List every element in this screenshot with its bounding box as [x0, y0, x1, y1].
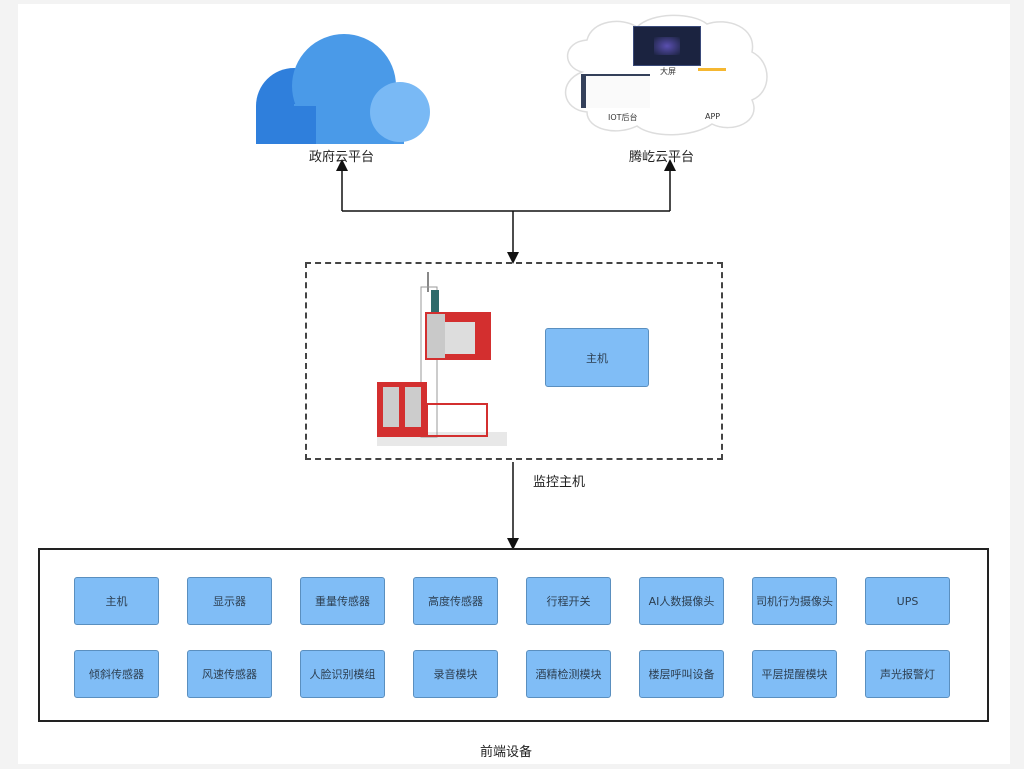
construction-elevator-icon: [377, 272, 507, 446]
monitor-host-box: 主机: [545, 328, 649, 387]
dashboard-screen-label: 大屏: [660, 67, 676, 76]
device-box: AI人数摄像头: [639, 577, 724, 625]
mobile-app-icon: [698, 68, 726, 71]
device-box: 录音模块: [413, 650, 498, 698]
frontend-label: 前端设备: [480, 745, 533, 760]
device-box: UPS: [865, 577, 950, 625]
device-box: 楼层呼叫设备: [639, 650, 724, 698]
device-box: 司机行为摄像头: [752, 577, 837, 625]
device-box: 风速传感器: [187, 650, 272, 698]
cloud-icon: [256, 34, 430, 144]
device-box: 行程开关: [526, 577, 611, 625]
device-box: 高度传感器: [413, 577, 498, 625]
frontend-devices-group: [38, 548, 989, 722]
mobile-app-label: APP: [705, 112, 721, 121]
device-box: 人脸识别模组: [300, 650, 385, 698]
device-box: 主机: [74, 577, 159, 625]
device-box: 声光报警灯: [865, 650, 950, 698]
monitor-host-label: 监控主机: [533, 475, 586, 490]
admin-backend-icon: [581, 74, 650, 108]
device-box: 倾斜传感器: [74, 650, 159, 698]
device-box: 酒精检测模块: [526, 650, 611, 698]
monitor-host-group: [305, 262, 723, 460]
admin-backend-label: IOT后台: [608, 113, 638, 122]
dashboard-screen-icon: [633, 26, 701, 66]
tengyi-cloud-label: 腾屹云平台: [629, 150, 695, 165]
device-box: 重量传感器: [300, 577, 385, 625]
device-box: 显示器: [187, 577, 272, 625]
gov-cloud-label: 政府云平台: [309, 150, 375, 165]
device-box: 平层提醒模块: [752, 650, 837, 698]
